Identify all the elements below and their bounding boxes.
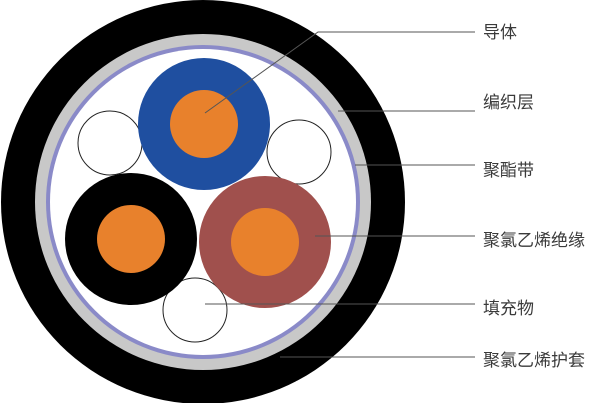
leader-lines <box>204 31 475 358</box>
label-pvc-insulation: 聚氯乙烯绝缘 <box>483 231 585 251</box>
conductor-blue <box>170 90 238 158</box>
label-braid-layer: 编织层 <box>483 93 534 113</box>
filler-right <box>266 119 332 185</box>
conductor-black <box>97 205 165 273</box>
core-black <box>65 173 197 305</box>
leader-conductor <box>204 31 475 114</box>
label-polyester-tape: 聚酯带 <box>483 161 534 181</box>
filler-left <box>77 110 143 176</box>
label-conductor: 导体 <box>483 23 517 43</box>
cable-cross-section <box>1 0 405 403</box>
core-blue <box>138 58 270 190</box>
label-filler: 填充物 <box>483 299 534 319</box>
core-brown <box>199 176 331 308</box>
filler-bottom <box>162 277 228 343</box>
conductor-brown <box>231 208 299 276</box>
labels: 导体 编织层 聚酯带 聚氯乙烯绝缘 填充物 聚氯乙烯护套 <box>483 23 585 371</box>
label-pvc-sheath: 聚氯乙烯护套 <box>483 351 585 371</box>
